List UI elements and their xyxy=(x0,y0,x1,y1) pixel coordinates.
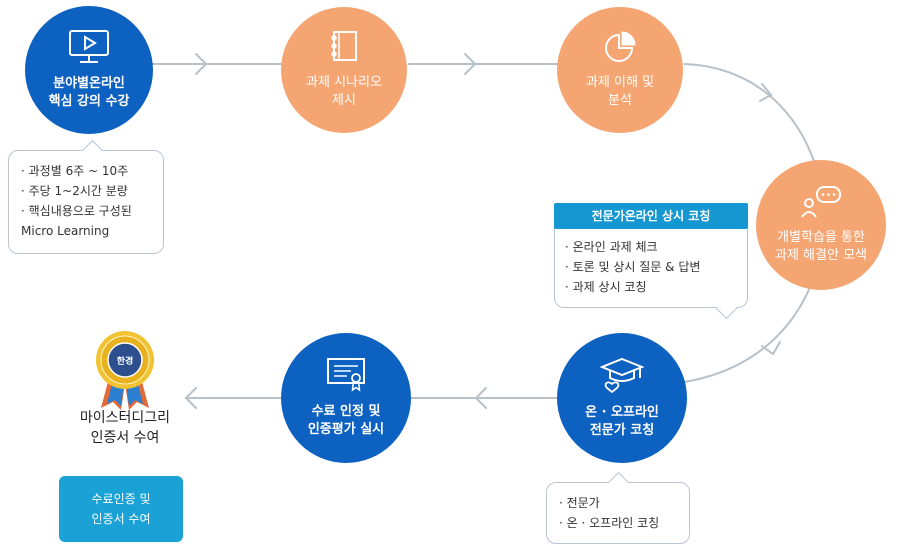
step-3-label: 과제 이해 및 분석 xyxy=(585,75,655,108)
coaching-note-item: · 온라인 과제 체크 xyxy=(565,240,658,254)
person-chat-icon xyxy=(800,185,842,223)
final-step-label: 마이스터디그리 인증서 수여 xyxy=(79,410,171,446)
arrow-left-1 xyxy=(474,387,487,409)
offline-note-item: · 전문가 xyxy=(559,496,600,510)
step-6-circle: 수료 인정 및 인증평가 실시 xyxy=(281,333,411,463)
offline-note-item: · 온 · 오프라인 코칭 xyxy=(559,516,660,530)
step-1-circle: 분야별온라인 핵심 강의 수강 xyxy=(25,6,153,134)
arrow-right-1 xyxy=(195,53,208,75)
certificate-icon xyxy=(325,357,367,397)
step-3-circle: 과제 이해 및 분석 xyxy=(557,7,683,133)
step-2-circle: 과제 시나리오 제시 xyxy=(281,7,407,133)
step-4-circle: 개별학습을 통한 과제 해결안 모색 xyxy=(756,160,886,290)
course-info-note: · 과정별 6주 ~ 10주 · 주당 1~2시간 분량 · 핵심내용으로 구성… xyxy=(8,139,164,254)
coaching-note: · 온라인 과제 체크 · 토론 및 상시 질문 & 답변 · 과제 상시 코칭 xyxy=(554,218,748,320)
step-6-label: 수료 인정 및 인증평가 실시 xyxy=(307,404,385,437)
medal-icon: 한경 xyxy=(96,331,154,410)
arrow-right-2 xyxy=(464,53,477,75)
arrow-curve-1 xyxy=(759,83,773,102)
monitor-play-icon xyxy=(68,29,110,69)
document-list-icon xyxy=(326,30,362,68)
offline-coaching-note: · 전문가 · 온 · 오프라인 코칭 xyxy=(546,471,690,544)
graduation-cap-icon xyxy=(599,356,645,398)
coaching-note-item: · 과제 상시 코칭 xyxy=(565,280,647,294)
course-note-item: · 과정별 6주 ~ 10주 xyxy=(21,164,129,178)
arrow-left-2 xyxy=(184,387,197,409)
step-5-label: 온 · 오프라인 전문가 코칭 xyxy=(585,405,659,438)
step-4-label: 개별학습을 통한 과제 해결안 모색 xyxy=(775,230,867,263)
course-note-item: · 핵심내용으로 구성된 Micro Learning xyxy=(21,204,132,238)
course-note-item: · 주당 1~2시간 분량 xyxy=(21,184,128,198)
arrow-curve-2 xyxy=(761,341,781,356)
step-2-label: 과제 시나리오 제시 xyxy=(306,75,382,108)
pie-chart-icon xyxy=(602,30,638,68)
medal-text: 한경 xyxy=(117,355,134,367)
coaching-note-title: 전문가온라인 상시 코칭 xyxy=(554,203,748,229)
final-step-box: 수료인증 및 인증서 수여 xyxy=(59,476,183,542)
coaching-note-item: · 토론 및 상시 질문 & 답변 xyxy=(565,260,701,274)
step-1-label: 분야별온라인 핵심 강의 수강 xyxy=(48,76,130,109)
step-5-circle: 온 · 오프라인 전문가 코칭 xyxy=(557,333,687,463)
